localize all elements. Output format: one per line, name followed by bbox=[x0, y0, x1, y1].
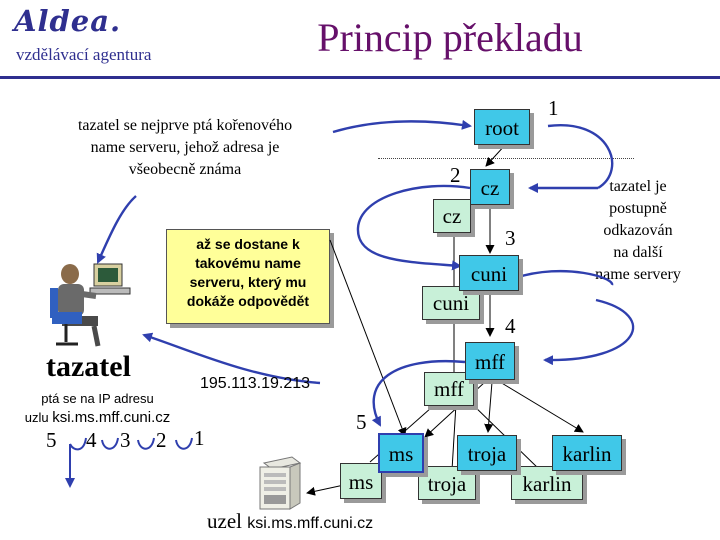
note-line: tazatel se nejprve ptá kořenového bbox=[77, 117, 293, 134]
query-to-root-arrow bbox=[332, 119, 472, 134]
referral-note: tazatel je postupně odkazován na další n… bbox=[578, 176, 698, 286]
answer-to-client-arrow bbox=[142, 332, 321, 385]
step-4: 4 bbox=[505, 314, 516, 338]
step-2: 2 bbox=[450, 163, 461, 187]
step-1: 1 bbox=[548, 96, 559, 120]
server-root: root bbox=[474, 109, 530, 145]
question-host: ksi.ms.mff.cuni.cz bbox=[52, 409, 171, 426]
label-order-5: 5 bbox=[46, 428, 57, 452]
root-zone-divider bbox=[378, 158, 634, 159]
client-link-arrow bbox=[96, 195, 137, 264]
question-prefix: uzlu bbox=[24, 410, 53, 425]
client-person-icon bbox=[50, 263, 131, 347]
zone-karlin: karlin bbox=[511, 466, 583, 500]
mff-to-ms-link bbox=[424, 381, 486, 438]
zone-cz: cz bbox=[433, 199, 471, 233]
seq-arc-2 bbox=[137, 437, 155, 450]
mff-zone-troja-link bbox=[451, 403, 457, 471]
question-host-line: uzlu ksi.ms.mff.cuni.cz bbox=[10, 408, 185, 427]
aldea-logo: Aldea. bbox=[14, 4, 122, 38]
label-order-3: 3 bbox=[120, 428, 131, 452]
server-karlin: karlin bbox=[552, 435, 622, 471]
zone-ms: ms bbox=[340, 463, 382, 499]
note-line: takovému name bbox=[195, 255, 301, 271]
cuni-referral-arrow bbox=[514, 270, 614, 286]
server-cz: cz bbox=[470, 169, 510, 205]
step-3: 3 bbox=[505, 226, 516, 250]
note-line: dokáže odpovědět bbox=[186, 293, 310, 309]
client-question: ptá se na IP adresu uzlu ksi.ms.mff.cuni… bbox=[10, 389, 185, 427]
server-troja: troja bbox=[457, 435, 517, 471]
seq-arc-3 bbox=[101, 437, 119, 450]
slide-title: Princip překladu bbox=[317, 15, 583, 60]
note-line: name serveru, jehož adresa je bbox=[90, 139, 280, 156]
server-mff: mff bbox=[465, 342, 515, 380]
label-order-2: 2 bbox=[156, 428, 167, 452]
server-machine-icon bbox=[259, 456, 302, 510]
node-host: ksi.ms.mff.cuni.cz bbox=[247, 515, 374, 532]
agency-subtitle: vzdělávací agentura bbox=[16, 45, 152, 64]
note-line: tazatel je bbox=[609, 178, 667, 195]
header-divider bbox=[0, 76, 720, 79]
node-label: uzel ksi.ms.mff.cuni.cz bbox=[207, 509, 373, 534]
answer-server-note: až se dostane k takovému name serveru, k… bbox=[166, 229, 330, 324]
query-to-mff-arrow bbox=[543, 298, 635, 366]
label-order-4: 4 bbox=[86, 428, 97, 452]
server-cuni: cuni bbox=[459, 255, 519, 291]
note-to-ms-link bbox=[329, 239, 407, 437]
ms-to-node-link bbox=[306, 484, 345, 496]
seq-arc-1 bbox=[175, 437, 193, 450]
root-to-cz-link bbox=[485, 143, 507, 167]
query-to-cuni-arrow bbox=[356, 184, 471, 271]
mff-to-troja-link bbox=[484, 381, 494, 433]
label-order-1: 1 bbox=[194, 426, 205, 450]
query-to-ms-arrow bbox=[371, 359, 466, 427]
first-query-note: tazatel se nejprve ptá kořenového name s… bbox=[40, 115, 330, 181]
zone-troja: troja bbox=[418, 466, 476, 500]
question-line: ptá se na IP adresu bbox=[41, 391, 154, 406]
zone-cuni: cuni bbox=[422, 286, 480, 320]
mff-to-karlin-link bbox=[499, 381, 584, 433]
server-ms: ms bbox=[378, 433, 424, 473]
seq-arc-4 bbox=[69, 437, 87, 451]
note-line: name servery bbox=[595, 266, 681, 283]
answer-ip: 195.113.19.213 bbox=[200, 375, 311, 392]
note-line: všeobecně známa bbox=[128, 161, 242, 178]
note-line: serveru, který mu bbox=[189, 274, 307, 290]
note-line: odkazován bbox=[603, 222, 673, 239]
client-label: tazatel bbox=[46, 350, 131, 383]
note-line: až se dostane k bbox=[196, 236, 300, 252]
step-5: 5 bbox=[356, 410, 367, 434]
note-line: na další bbox=[613, 244, 663, 261]
node-prefix: uzel bbox=[207, 509, 248, 533]
note-line: postupně bbox=[609, 200, 667, 217]
root-referral-arrow bbox=[547, 123, 614, 190]
